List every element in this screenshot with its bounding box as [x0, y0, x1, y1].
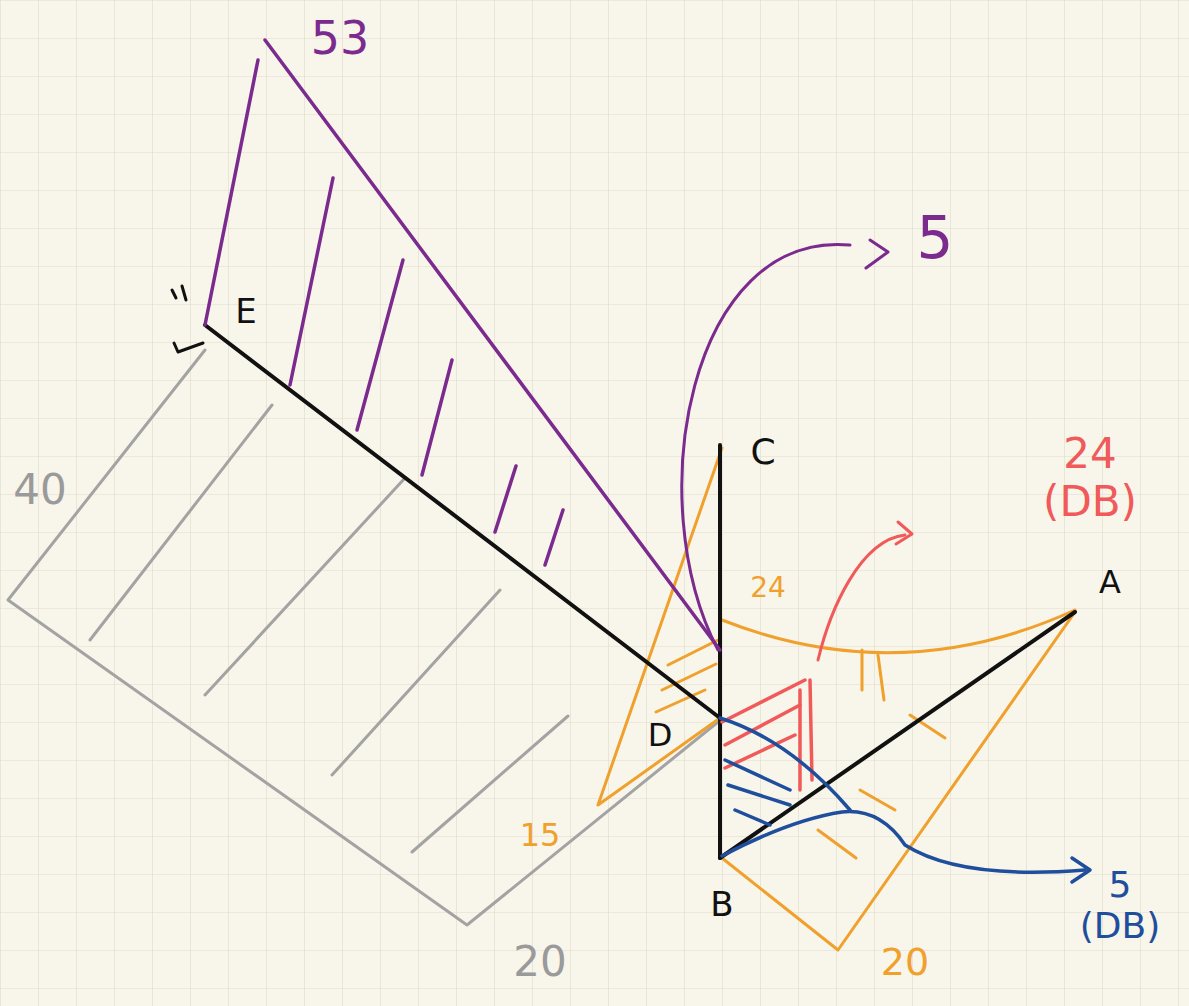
dimension-label: 15 [518, 817, 563, 854]
point-label: D [646, 717, 675, 754]
orange-triangles [598, 448, 1075, 950]
dimension-label: 40 [11, 466, 68, 514]
dimension-label: 53 [309, 12, 372, 65]
point-label: B [708, 885, 735, 924]
blue-hatching [720, 718, 1090, 882]
callout-number: 5 [915, 205, 956, 272]
dimension-label: 24 [748, 572, 788, 604]
point-label: E [233, 292, 258, 331]
point-label: C [748, 431, 777, 472]
purple-triangle [205, 40, 888, 650]
dimension-label: 20 [511, 938, 568, 986]
red-hatching [722, 522, 912, 790]
point-label: A [1097, 564, 1123, 601]
triangle-edges [205, 325, 1075, 858]
callout-number: 24 (DB) [1041, 430, 1140, 527]
dimension-label: 20 [879, 941, 931, 985]
right-angle-mark [172, 286, 203, 352]
callout-number: 5 (DB) [1073, 864, 1167, 947]
